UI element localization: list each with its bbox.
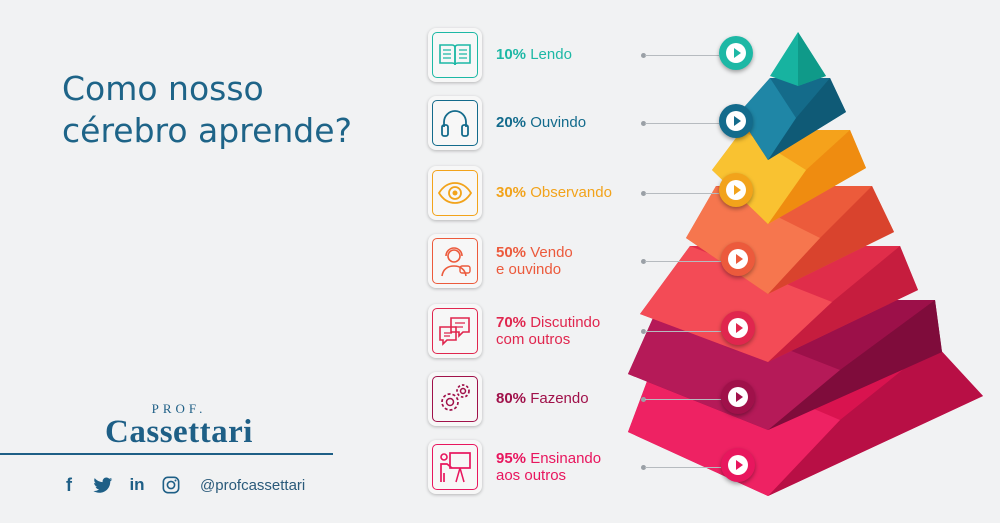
- play-circle: [726, 43, 746, 63]
- level-percent: 10%: [496, 46, 527, 63]
- level-percent: 30%: [496, 184, 527, 201]
- connector-dot: [641, 121, 646, 126]
- play-button[interactable]: [721, 242, 755, 276]
- brand-logo: PROF. Cassettari: [84, 402, 274, 449]
- level-label: 10% Lendo: [496, 46, 572, 63]
- level-icon-box: [428, 234, 482, 288]
- instagram-icon[interactable]: [160, 474, 182, 496]
- level-row: 20% Ouvindo: [428, 96, 728, 158]
- play-icon: [735, 460, 743, 470]
- play-circle: [728, 249, 748, 269]
- level-row: 80% Fazendo: [428, 372, 728, 434]
- level-icon-box: [428, 440, 482, 494]
- play-icon: [735, 254, 743, 264]
- connector-dot: [641, 191, 646, 196]
- level-percent: 20%: [496, 114, 527, 131]
- social-handle[interactable]: @profcassettari: [200, 476, 306, 494]
- play-circle: [728, 455, 748, 475]
- person-headset-icon: [432, 238, 478, 284]
- title-line-1: Como nosso: [62, 69, 264, 108]
- book-icon: [432, 32, 478, 78]
- play-circle: [728, 318, 748, 338]
- connector-dot: [641, 397, 646, 402]
- chat-bubbles-icon: [432, 308, 478, 354]
- play-button[interactable]: [721, 380, 755, 414]
- gears-icon: [432, 376, 478, 422]
- level-icon-box: [428, 372, 482, 426]
- page-title: Como nosso cérebro aprende?: [62, 68, 352, 152]
- level-text: Lendo: [530, 46, 572, 63]
- level-percent: 95%: [496, 450, 527, 467]
- connector-line: [645, 193, 719, 194]
- connector-line: [645, 261, 721, 262]
- connector-line: [645, 399, 721, 400]
- connector-line: [645, 331, 721, 332]
- level-text-line2: aos outros: [496, 467, 567, 484]
- connector-line: [645, 467, 721, 468]
- social-bar: f in @profcassettari: [58, 474, 305, 496]
- play-circle: [728, 387, 748, 407]
- connector-dot: [641, 259, 646, 264]
- play-icon: [733, 185, 741, 195]
- connector-dot: [641, 465, 646, 470]
- level-percent: 50%: [496, 244, 527, 261]
- title-line-2: cérebro aprende?: [62, 111, 353, 150]
- brand-prof: PROF.: [151, 401, 207, 416]
- twitter-icon[interactable]: [92, 474, 114, 496]
- connector-dot: [641, 329, 646, 334]
- level-label: 30% Observando: [496, 184, 612, 201]
- play-button[interactable]: [721, 311, 755, 345]
- level-icon-box: [428, 28, 482, 82]
- linkedin-icon[interactable]: in: [129, 475, 145, 494]
- teacher-board-icon: [432, 444, 478, 490]
- level-text-line2: com outros: [496, 331, 571, 348]
- play-button[interactable]: [721, 448, 755, 482]
- level-label: 80% Fazendo: [496, 390, 589, 407]
- level-percent: 80%: [496, 390, 527, 407]
- level-text: Observando: [530, 184, 612, 201]
- level-icon-box: [428, 304, 482, 358]
- play-circle: [726, 180, 746, 200]
- level-icon-box: [428, 96, 482, 150]
- play-icon: [735, 323, 743, 333]
- level-percent: 70%: [496, 314, 527, 331]
- level-text: Discutindo: [530, 314, 601, 331]
- play-button[interactable]: [719, 173, 753, 207]
- play-icon: [733, 48, 741, 58]
- connector-dot: [641, 53, 646, 58]
- brand-name: Cassettari: [105, 414, 253, 450]
- play-icon: [733, 116, 741, 126]
- connector-line: [645, 55, 719, 56]
- play-circle: [726, 111, 746, 131]
- level-row: 10% Lendo: [428, 28, 728, 90]
- level-text: Ensinando: [530, 450, 602, 467]
- facebook-icon[interactable]: f: [66, 474, 72, 495]
- level-text: Ouvindo: [530, 114, 587, 131]
- level-text: Vendo: [530, 244, 573, 261]
- play-button[interactable]: [719, 36, 753, 70]
- connector-line: [645, 123, 719, 124]
- play-icon: [735, 392, 743, 402]
- eye-icon: [432, 170, 478, 216]
- level-row: 30% Observando: [428, 166, 728, 228]
- level-text: Fazendo: [530, 390, 589, 407]
- level-label: 20% Ouvindo: [496, 114, 586, 131]
- divider: [0, 453, 333, 455]
- headphones-icon: [432, 100, 478, 146]
- play-button[interactable]: [719, 104, 753, 138]
- level-text-line2: e ouvindo: [496, 261, 562, 278]
- level-icon-box: [428, 166, 482, 220]
